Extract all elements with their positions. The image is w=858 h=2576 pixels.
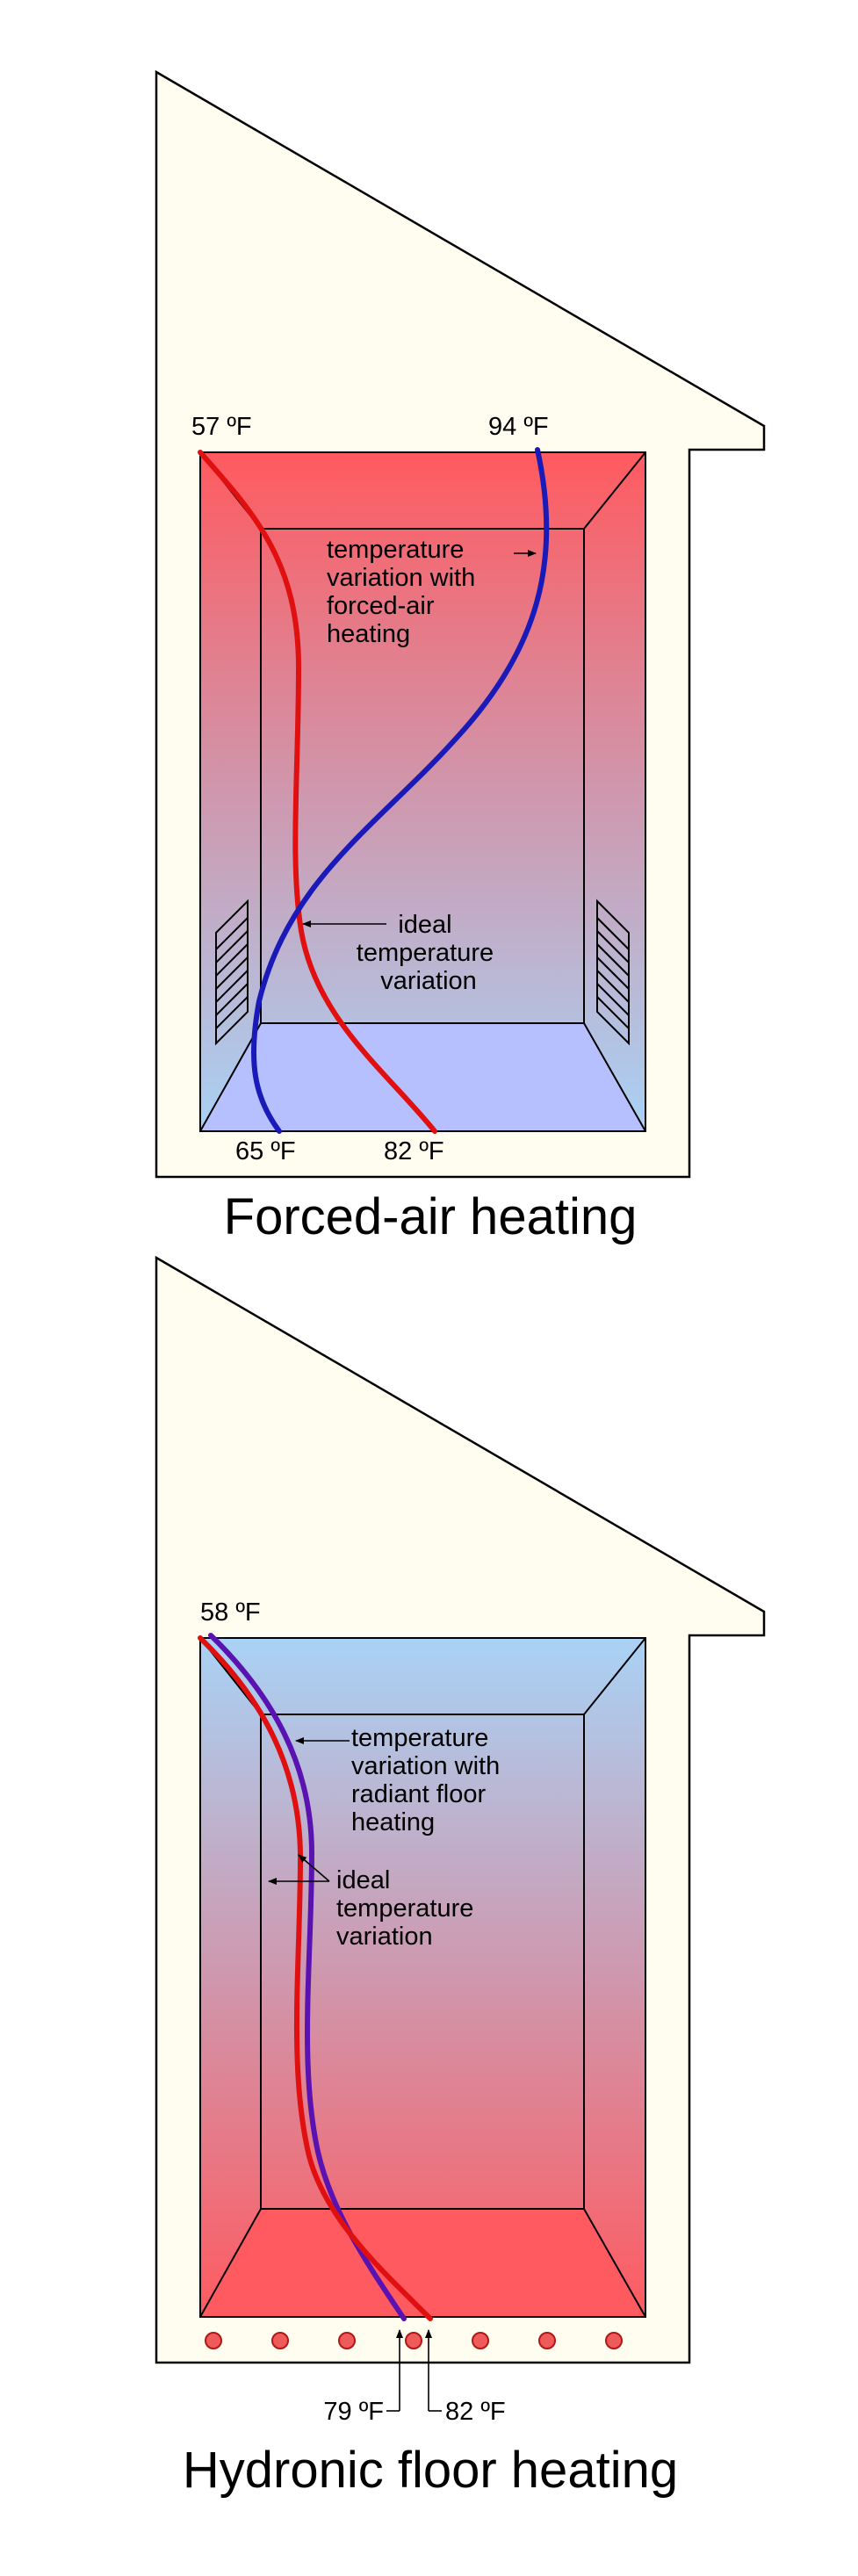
floor-plane (200, 1023, 645, 1131)
annotation-arrow-ideal-a (298, 1854, 330, 1882)
bottom-right-temperature-label: 82 ºF (445, 2398, 506, 2426)
ideal-temperature-curve (198, 1635, 433, 2321)
heating-pipe (538, 2332, 556, 2349)
bottom-left-temperature-label: 79 ºF (323, 2398, 384, 2426)
floor-plane (200, 2209, 645, 2317)
ideal-annotation: ideal temperature variation (357, 911, 501, 995)
heating-pipe (605, 2332, 623, 2349)
floor-heating-pipes (205, 2332, 623, 2349)
ideal-annotation: ideal temperature variation (336, 1866, 480, 1951)
forced-air-caption: Forced-air heating (224, 1188, 638, 1245)
top-left-temperature-label: 57 ºF (191, 413, 252, 441)
forced-air-annotation: temperature variation with forced-air he… (327, 536, 482, 648)
bottom-right-temperature-label: 82 ºF (384, 1137, 444, 1165)
heating-pipe (271, 2332, 289, 2349)
room-interior (200, 1638, 645, 2317)
heating-pipe (205, 2332, 222, 2349)
room-interior (200, 452, 645, 1131)
forced-air-diagram: 57 ºF 94 ºF 65 ºF 82 ºF temperature vari… (155, 69, 766, 1245)
top-left-temperature-label: 58 ºF (200, 1598, 261, 1627)
top-right-temperature-label: 94 ºF (488, 413, 549, 441)
hydronic-caption: Hydronic floor heating (183, 2442, 678, 2499)
radiant-floor-annotation: temperature variation with radiant floor… (351, 1724, 507, 1836)
right-air-vent (596, 898, 630, 1046)
ideal-temperature-curve (198, 450, 437, 1134)
left-air-vent (215, 898, 249, 1046)
heating-pipe (472, 2332, 489, 2349)
hydronic-diagram: 58 ºF 79 ºF 82 ºF temperature variation … (155, 1255, 766, 2499)
heating-pipe (405, 2332, 422, 2349)
bottom-left-temperature-label: 65 ºF (235, 1137, 296, 1165)
forced-air-temperature-curve (250, 447, 550, 1134)
heating-pipe (338, 2332, 356, 2349)
